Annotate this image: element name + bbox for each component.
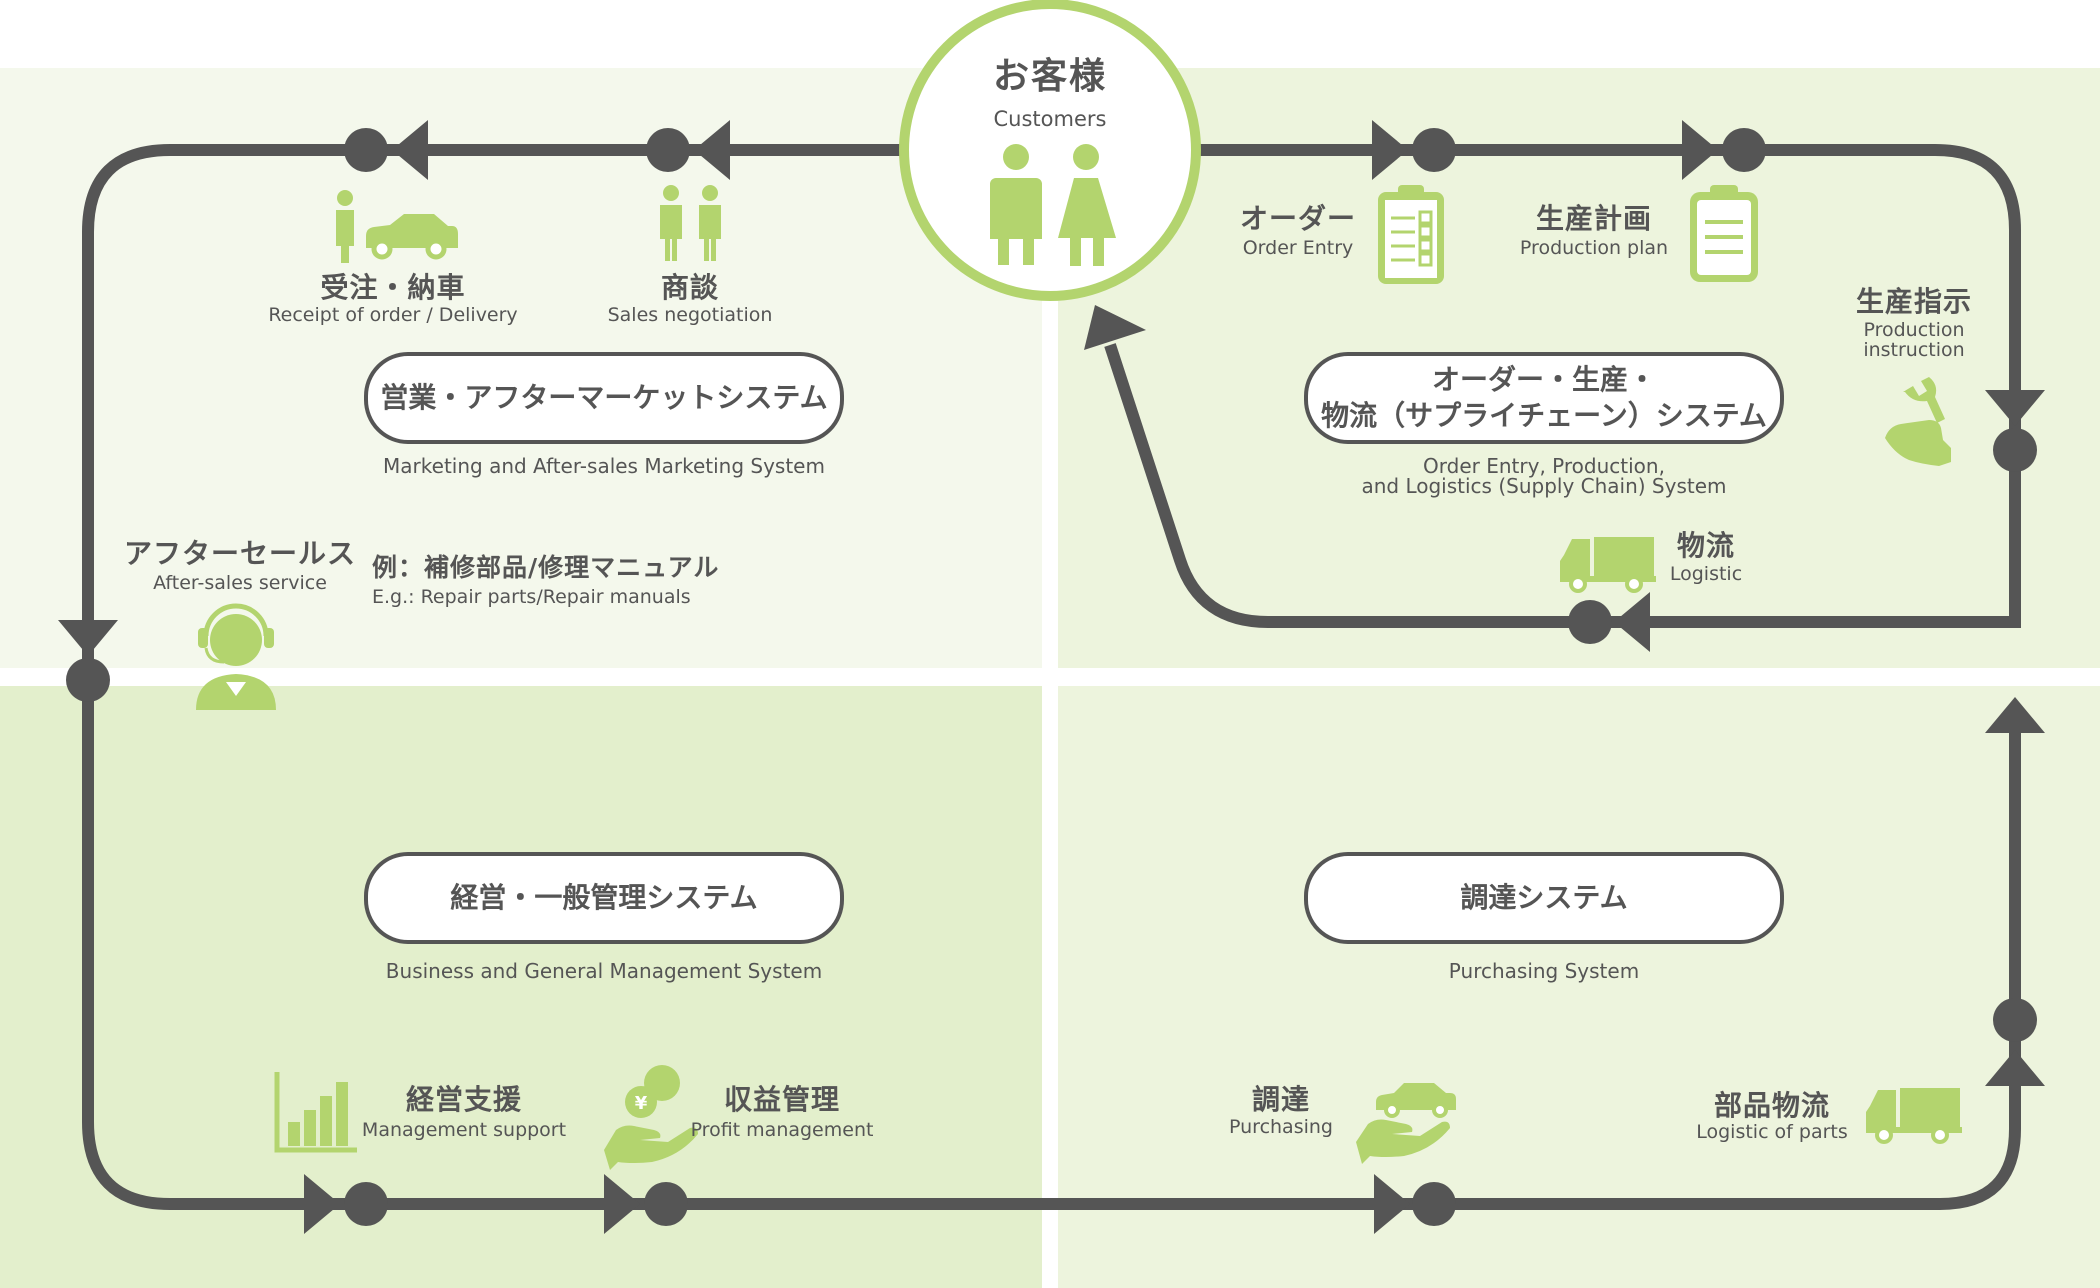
person-car-icon bbox=[336, 190, 458, 263]
example-label-en: E.g.: Repair parts/Repair manuals bbox=[372, 586, 691, 608]
two-people-icon bbox=[660, 185, 721, 261]
customers-label-en: Customers bbox=[993, 107, 1107, 131]
node-sales bbox=[646, 128, 690, 172]
arrow-up-right-upper bbox=[1985, 697, 2045, 733]
sales-label-en: Sales negotiation bbox=[607, 304, 773, 326]
system-box-general: 経営・一般管理システム bbox=[364, 852, 844, 944]
profit-label-ja: 収益管理 bbox=[723, 1083, 841, 1116]
plan-label-en: Production plan bbox=[1519, 237, 1669, 259]
instruction-label-ja: 生産指示 bbox=[1855, 285, 1973, 318]
management-label-ja: 経営支援 bbox=[405, 1083, 523, 1116]
system-general-ja: 経営・一般管理システム bbox=[450, 880, 758, 914]
arrow-right-2 bbox=[604, 1174, 640, 1234]
system-supply-ja-1: オーダー・生産・ bbox=[1431, 362, 1656, 396]
arrow-right-top-1 bbox=[1372, 120, 1408, 180]
arrow-right-3 bbox=[1374, 1174, 1410, 1234]
system-supply-ja-2: 物流（サプライチェーン）システム bbox=[1321, 399, 1767, 432]
customers-icon bbox=[990, 144, 1116, 266]
order-label-en: Order Entry bbox=[1242, 237, 1354, 259]
example-label-ja: 例：補修部品/修理マニュアル bbox=[372, 553, 720, 582]
purchasing-label-en: Purchasing bbox=[1229, 1116, 1333, 1138]
profit-label-en: Profit management bbox=[690, 1119, 874, 1141]
node-purchasing bbox=[1412, 1182, 1456, 1226]
arrow-down-left bbox=[58, 620, 118, 656]
quadrant-bottom-right bbox=[1058, 686, 2100, 1288]
instruction-label-en-1: Production bbox=[1863, 319, 1965, 341]
receipt-label-ja: 受注・納車 bbox=[320, 271, 466, 304]
arrow-up-right-lower bbox=[1985, 1050, 2045, 1086]
system-box-marketing: 営業・アフターマーケットシステム bbox=[364, 352, 844, 444]
order-label-ja: オーダー bbox=[1239, 202, 1357, 235]
logistic-label-ja: 物流 bbox=[1676, 529, 1736, 562]
node-plan bbox=[1722, 128, 1766, 172]
arrow-right-1 bbox=[304, 1174, 340, 1234]
receipt-label-en: Receipt of order / Delivery bbox=[268, 304, 518, 326]
arrow-up-to-customers bbox=[1084, 305, 1146, 350]
car-hand-icon bbox=[1356, 1083, 1456, 1164]
node-receipt bbox=[344, 128, 388, 172]
management-label-en: Management support bbox=[361, 1119, 567, 1141]
node-order bbox=[1412, 128, 1456, 172]
aftersales-label-en: After-sales service bbox=[153, 572, 327, 594]
customers-circle bbox=[899, 0, 1201, 301]
arrow-left-2 bbox=[694, 120, 730, 180]
node-logistic bbox=[1568, 600, 1612, 644]
truck-icon bbox=[1866, 1088, 1962, 1144]
node-profit bbox=[644, 1182, 688, 1226]
system-marketing-ja: 営業・アフターマーケットシステム bbox=[380, 380, 828, 414]
customers-label-ja: お客様 bbox=[992, 56, 1108, 97]
quadrant-bottom-left bbox=[0, 686, 1042, 1288]
flow-line-outer bbox=[82, 144, 2021, 1210]
system-supply-en-1: Order Entry, Production, bbox=[1423, 454, 1665, 478]
truck-icon bbox=[1560, 537, 1656, 593]
node-instruction bbox=[1993, 428, 2037, 472]
arrow-right-top-2 bbox=[1682, 120, 1718, 180]
svg-text:¥: ¥ bbox=[635, 1093, 648, 1114]
system-purchase-ja: 調達システム bbox=[1460, 880, 1628, 914]
aftersales-label-ja: アフターセールス bbox=[123, 537, 357, 570]
system-general-en: Business and General Management System bbox=[385, 959, 823, 983]
operator-headset-icon bbox=[196, 603, 276, 710]
node-parts bbox=[1993, 998, 2037, 1042]
parts-label-ja: 部品物流 bbox=[1713, 1089, 1831, 1122]
clipboard-icon bbox=[1690, 185, 1758, 282]
parts-label-en: Logistic of parts bbox=[1696, 1121, 1848, 1143]
wrench-hand-icon bbox=[1885, 377, 1951, 466]
instruction-label-en-2: instruction bbox=[1863, 339, 1965, 361]
purchasing-label-ja: 調達 bbox=[1251, 1083, 1311, 1116]
logistic-label-en: Logistic bbox=[1669, 563, 1743, 585]
sales-label-ja: 商談 bbox=[660, 271, 720, 304]
node-management bbox=[344, 1182, 388, 1226]
arrow-down-right bbox=[1985, 390, 2045, 426]
system-supply-en-2: and Logistics (Supply Chain) System bbox=[1361, 474, 1727, 498]
system-box-purchase: 調達システム bbox=[1304, 852, 1784, 944]
system-box-supply: オーダー・生産・ 物流（サプライチェーン）システム bbox=[1304, 352, 1784, 444]
checklist-clipboard-icon bbox=[1378, 185, 1444, 284]
arrow-left-1 bbox=[392, 120, 428, 180]
system-purchase-en: Purchasing System bbox=[1448, 959, 1640, 983]
system-marketing-en: Marketing and After-sales Marketing Syst… bbox=[383, 454, 825, 478]
plan-label-ja: 生産計画 bbox=[1535, 202, 1653, 235]
node-aftersales bbox=[66, 658, 110, 702]
yen-coin-hand-icon: ¥ bbox=[604, 1065, 698, 1170]
bar-chart-icon bbox=[274, 1072, 357, 1153]
arrow-left-bottom-loop bbox=[1614, 592, 1650, 652]
